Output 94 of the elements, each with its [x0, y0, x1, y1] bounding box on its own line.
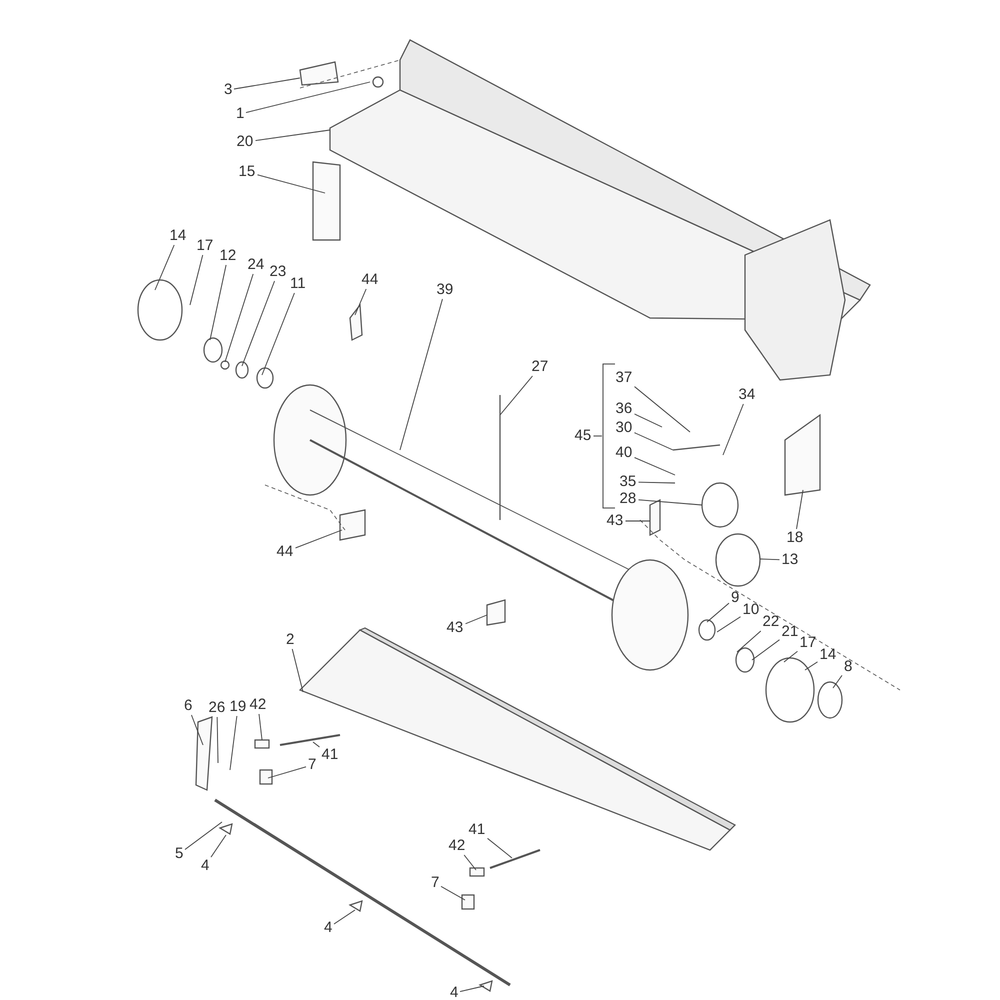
leader-line	[334, 910, 356, 924]
callout-number: 42	[248, 697, 268, 713]
leader-line	[716, 616, 741, 632]
callout-number: 17	[196, 238, 214, 254]
callout-number: 7	[430, 875, 440, 891]
leader-line	[312, 742, 320, 748]
callout-number: 7	[307, 757, 318, 773]
leader-line	[400, 298, 443, 450]
callout-number: 4	[323, 920, 334, 936]
bracket	[602, 364, 616, 508]
callout-number: 27	[530, 359, 550, 375]
callout-number: 11	[289, 276, 307, 292]
callout-number: 14	[818, 647, 838, 663]
leader-line	[464, 854, 476, 870]
callout-number: 42	[448, 838, 466, 854]
leader-line	[634, 457, 676, 476]
callout-number: 36	[614, 401, 634, 417]
callout-number: 30	[614, 420, 634, 436]
callout-number: 10	[742, 602, 760, 618]
callout-number: 35	[618, 474, 638, 490]
leader-line	[804, 661, 818, 670]
leader-line	[258, 714, 262, 740]
callout-number: 15	[238, 164, 256, 180]
leader-line	[295, 530, 342, 548]
callout-number: 41	[468, 822, 486, 838]
callout-number: 26	[208, 700, 226, 716]
leader-line	[832, 674, 842, 688]
leader-line	[216, 716, 218, 764]
leader-line	[460, 986, 484, 992]
leader-line	[354, 288, 367, 316]
leader-line	[184, 822, 222, 850]
callout-number: 40	[614, 445, 634, 461]
callout-number: 24	[246, 257, 266, 273]
leader-line	[224, 274, 254, 362]
callout-number: 44	[360, 272, 380, 288]
callout-number: 44	[276, 544, 294, 560]
callout-number: 4	[449, 985, 460, 1000]
leader-line	[210, 834, 226, 858]
leader-line	[210, 264, 227, 340]
leader-line	[191, 714, 204, 746]
leader-line	[292, 648, 304, 692]
leader-line	[262, 292, 295, 376]
callout-number: 20	[236, 134, 254, 150]
callout-number: 1	[235, 106, 246, 122]
leader-line	[190, 254, 204, 306]
callout-number: 28	[618, 491, 638, 507]
callout-number: 13	[780, 552, 800, 568]
leader-line	[634, 386, 690, 432]
leader-line	[440, 886, 466, 900]
leader-line	[796, 490, 804, 530]
callout-number: 43	[606, 513, 624, 529]
leader-line	[638, 482, 676, 484]
callout-number: 9	[730, 590, 740, 606]
callout-number: 22	[762, 614, 780, 630]
leader-line	[230, 716, 238, 770]
callout-number: 37	[614, 370, 634, 386]
leader-line	[752, 639, 780, 660]
callout-number: 14	[168, 228, 188, 244]
callout-number: 12	[218, 248, 238, 264]
callout-number: 21	[780, 624, 800, 640]
leader-line	[722, 404, 744, 456]
callout-number: 4	[200, 858, 210, 874]
callout-number: 2	[285, 632, 296, 648]
callout-number: 5	[174, 846, 184, 862]
leader-line	[465, 614, 488, 624]
leader-line	[634, 432, 674, 450]
callout-number: 6	[183, 698, 194, 714]
leader-line	[634, 414, 662, 428]
callout-number: 18	[786, 530, 804, 546]
leader-line	[268, 766, 306, 778]
leader-line	[736, 630, 762, 652]
callout-number: 41	[320, 747, 340, 763]
leader-line	[257, 174, 326, 194]
leader-line	[784, 650, 798, 662]
leader-line	[760, 558, 780, 560]
leader-line	[625, 520, 650, 522]
callout-number: 19	[228, 699, 248, 715]
leader-line	[500, 376, 533, 416]
callout-number: 43	[446, 620, 464, 636]
callout-number: 34	[738, 387, 756, 403]
callout-number: 17	[798, 635, 818, 651]
callout-number: 8	[843, 659, 854, 675]
leader-line	[706, 602, 730, 622]
leader-line	[246, 82, 370, 113]
leader-line	[154, 244, 175, 290]
leader-line	[242, 280, 275, 366]
leader-line	[234, 78, 300, 90]
leader-line	[255, 130, 330, 141]
leader-line	[638, 499, 702, 506]
callout-number: 3	[223, 82, 234, 98]
leader-line	[487, 838, 512, 858]
callout-number: 39	[436, 282, 454, 298]
callout-number: 45	[574, 428, 592, 444]
callout-number: 23	[268, 264, 288, 280]
